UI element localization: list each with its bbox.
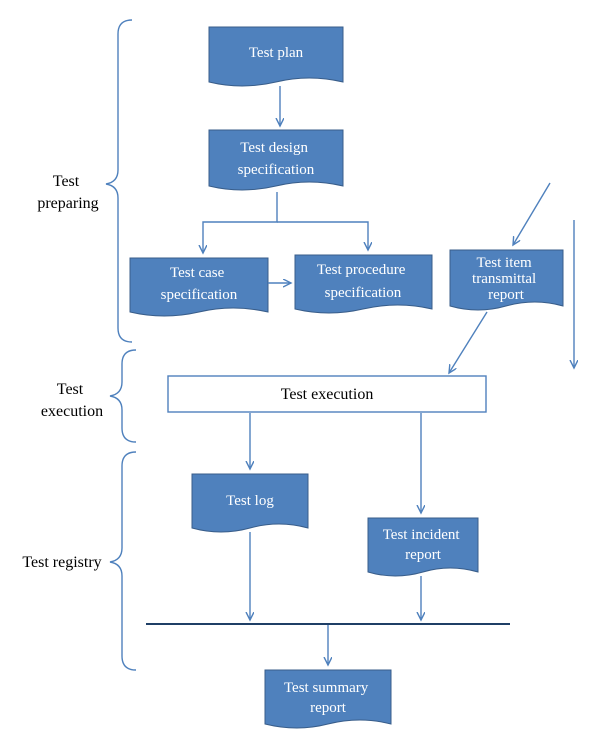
node-test-execution: Test execution [167,375,487,413]
node-label: Test incident report [383,527,464,563]
node-test-procedure-specification: Test procedure specification [294,254,433,314]
arrow-transmittal-to-execution [449,311,488,373]
phase-label-registry: Test registry [22,554,101,571]
phase-label-preparing: Test preparing [37,173,98,212]
node-label: Test item transmittal report [472,255,540,303]
node-test-log: Test log [191,473,309,533]
node-label: Test design specification [238,140,315,178]
node-label: Test case specification [161,265,238,303]
arrow-design-to-procedure [277,221,368,250]
node-test-plan: Test plan [208,26,344,87]
node-test-item-transmittal-report: Test item transmittal report [449,249,564,311]
node-test-case-specification: Test case specification [129,257,269,317]
node-label: Test log [226,493,274,509]
node-test-summary-report: Test summary report [264,669,392,729]
node-test-design-specification: Test design specification [208,129,344,191]
brace-execution [109,349,137,443]
arrow-into-transmittal [513,182,551,245]
node-label: Test summary report [284,680,372,716]
brace-registry [109,451,137,671]
phase-label-execution: Test execution [41,381,103,420]
node-label: Test execution [281,386,374,403]
node-label: Test procedure specification [317,262,409,301]
node-test-incident-report: Test incident report [367,517,479,577]
brace-preparing [105,19,133,343]
node-label: Test plan [249,45,304,61]
arrow-design-to-case [203,192,278,253]
